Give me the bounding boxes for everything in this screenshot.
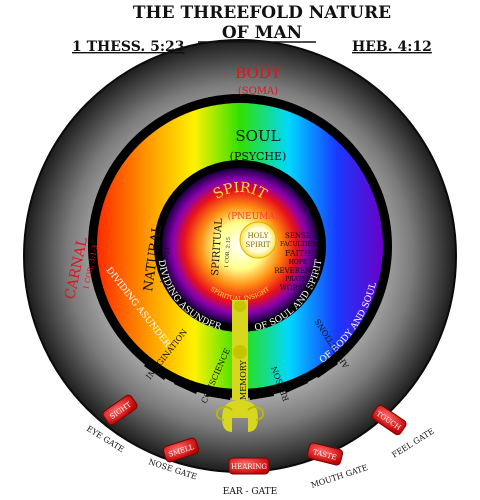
mouth-gate-label: MOUTH GATE <box>310 463 369 490</box>
core-line-1: HOLY <box>248 232 269 240</box>
spirit-sub: (PNEUMA) <box>228 211 279 222</box>
core-line-2: SPIRIT <box>246 241 271 249</box>
body-label: BODY <box>235 64 282 82</box>
ref-right: HEB. 4:12 <box>352 39 432 55</box>
body-sub: (SOMA) <box>238 86 278 97</box>
title-line-1: THE THREEFOLD NATURE <box>133 3 391 23</box>
gate-taste: TASTE <box>306 442 344 466</box>
spirit-channel <box>215 300 265 432</box>
gate-hearing-label: HEARING <box>231 463 267 471</box>
gate-hearing: HEARING <box>228 457 270 475</box>
spiritual-label: SPIRITUAL <box>210 218 225 277</box>
gate-smell: SMELL <box>162 437 200 463</box>
faculty-dashes <box>144 356 338 400</box>
spirit-faculty: REVERENCE <box>274 267 322 275</box>
spirit-faculty: PRAYER <box>285 276 311 283</box>
faculty-memory: MEMORY <box>239 359 248 400</box>
ref-left: 1 THESS. 5:23 <box>72 39 185 55</box>
spirit-faculty: FAITH <box>285 249 311 258</box>
spirit-faculties: SENSE FACULTIES FAITH HOPE REVERENCE PRA… <box>274 232 322 292</box>
ear-gate-label: EAR - GATE <box>223 487 277 497</box>
soul-sub: (PSYCHE) <box>230 150 287 163</box>
spirit-faculty: SENSE <box>285 232 311 240</box>
spirit-faculty: HOPE <box>289 259 308 266</box>
spirit-ring <box>162 168 318 324</box>
title-line-2: OF MAN <box>222 23 302 43</box>
holy-spirit-core <box>239 221 277 259</box>
spirit-faculty: WORSHIP <box>280 284 317 292</box>
spirit-faculty: FACULTIES <box>280 241 316 248</box>
spiritual-ref: 1 COR. 2:15 <box>224 237 232 268</box>
spirit-label: SPIRIT <box>211 180 270 203</box>
soul-label: SOUL <box>235 127 280 145</box>
